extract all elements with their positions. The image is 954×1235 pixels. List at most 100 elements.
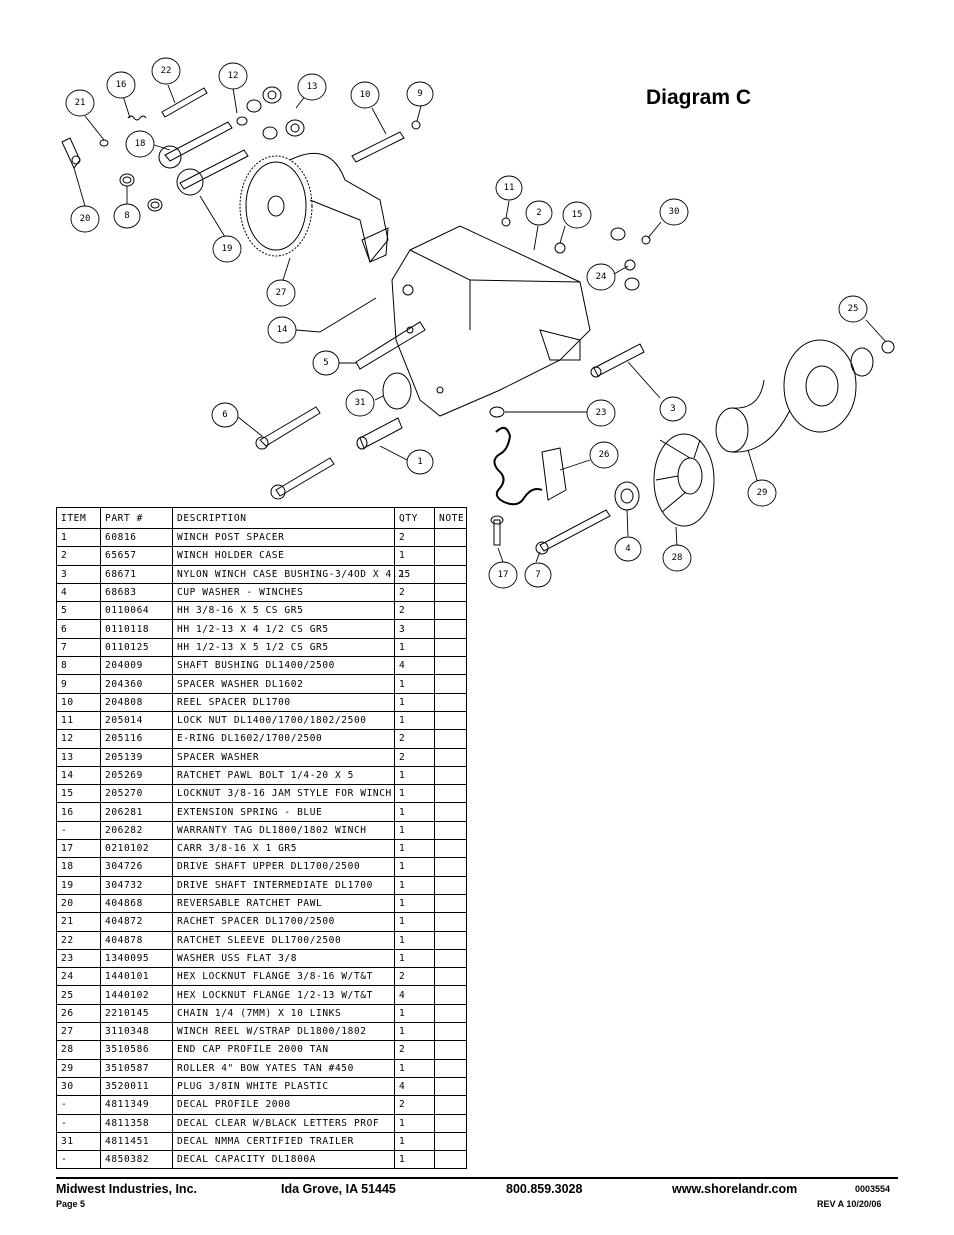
note-cell	[434, 912, 467, 932]
note-cell	[434, 710, 467, 731]
item-cell: 21	[56, 912, 101, 932]
item-cell: 2	[56, 546, 101, 566]
footer-divider	[56, 1177, 898, 1179]
part-number-cell: 205269	[100, 765, 173, 786]
description-cell: DECAL PROFILE 2000	[172, 1095, 395, 1115]
callout-9	[406, 81, 434, 107]
note-cell	[434, 967, 467, 987]
note-cell	[434, 893, 467, 914]
part-number-cell: 0110125	[100, 637, 173, 658]
note-cell	[434, 1058, 467, 1078]
qty-cell: 1	[394, 930, 435, 950]
description-cell: E-RING DL1602/1700/2500	[172, 729, 395, 749]
item-cell: 5	[56, 601, 101, 621]
callout-21	[65, 89, 95, 117]
item-cell: 29	[56, 1058, 101, 1078]
item-cell: 12	[56, 729, 101, 749]
part-number-cell: 3510586	[100, 1040, 173, 1060]
qty-cell: 2	[394, 582, 435, 603]
callout-8	[113, 203, 141, 229]
description-cell: HEX LOCKNUT FLANGE 3/8-16 W/T&T	[172, 967, 395, 987]
qty-cell: 1	[394, 637, 435, 658]
callout-label-23: 23	[596, 408, 607, 418]
item-cell: 1	[56, 527, 101, 548]
qty-cell: 1	[394, 839, 435, 859]
callout-3	[659, 396, 687, 422]
item-cell: 10	[56, 692, 101, 712]
callout-label-15: 15	[572, 210, 583, 220]
callout-label-7: 7	[535, 570, 540, 580]
description-cell: WINCH HOLDER CASE	[172, 546, 395, 566]
callout-20	[70, 205, 100, 233]
callout-30	[659, 198, 689, 226]
description-cell: CHAIN 1/4 (7MM) X 10 LINKS	[172, 1003, 395, 1024]
item-cell: 13	[56, 747, 101, 767]
footer-city: Ida Grove, IA 51445	[281, 1182, 396, 1196]
part-number-cell: 0110064	[100, 601, 173, 621]
note-cell	[434, 857, 467, 877]
description-cell: DECAL NMMA CERTIFIED TRAILER	[172, 1131, 395, 1152]
note-cell	[434, 930, 467, 950]
note-cell	[434, 1095, 467, 1115]
part-number-cell: 0210102	[100, 839, 173, 859]
item-cell: 3	[56, 564, 101, 584]
part-number-cell: 404868	[100, 893, 173, 914]
footer-phone: 800.859.3028	[506, 1182, 583, 1196]
description-cell: SHAFT BUSHING DL1400/2500	[172, 656, 395, 676]
table-header-row: ITEM PART # DESCRIPTION QTY NOTE	[56, 507, 467, 529]
callout-25	[838, 295, 868, 323]
item-cell: 31	[56, 1131, 101, 1152]
qty-cell: 2	[394, 747, 435, 767]
callout-label-1: 1	[417, 457, 422, 467]
header-qty: QTY	[394, 507, 435, 529]
callout-label-21: 21	[75, 98, 86, 108]
callout-label-19: 19	[222, 244, 233, 254]
callout-19	[212, 235, 242, 263]
callout-26	[589, 441, 619, 469]
qty-cell: 4	[394, 985, 435, 1005]
part-number-cell: 204009	[100, 656, 173, 676]
description-cell: DRIVE SHAFT INTERMEDIATE DL1700	[172, 875, 395, 895]
note-cell	[434, 546, 467, 566]
callout-label-14: 14	[277, 325, 288, 335]
callout-label-11: 11	[504, 183, 515, 193]
callout-label-13: 13	[307, 82, 318, 92]
header-part-number: PART #	[100, 507, 173, 529]
callout-1	[406, 449, 434, 475]
callout-label-26: 26	[599, 450, 610, 460]
part-number-cell: 60816	[100, 527, 173, 548]
part-number-cell: 206282	[100, 820, 173, 841]
item-cell: 30	[56, 1076, 101, 1097]
header-description: DESCRIPTION	[172, 507, 395, 529]
item-cell: 23	[56, 948, 101, 969]
callout-11	[495, 175, 523, 201]
item-cell: 11	[56, 710, 101, 731]
ratchet-pawl-part	[61, 137, 81, 169]
description-cell: HH 1/2-13 X 5 1/2 CS GR5	[172, 637, 395, 658]
qty-cell: 1	[394, 875, 435, 895]
qty-cell: 1	[394, 912, 435, 932]
item-cell: 16	[56, 802, 101, 822]
part-number-cell: 4811451	[100, 1131, 173, 1152]
qty-cell: 1	[394, 1131, 435, 1152]
footer-website: www.shorelandr.com	[672, 1182, 798, 1196]
callout-label-6: 6	[222, 410, 227, 420]
qty-cell: 1	[394, 564, 435, 584]
callout-label-16: 16	[116, 80, 127, 90]
callout-5	[312, 350, 340, 376]
header-item: ITEM	[56, 507, 101, 529]
description-cell: HH 3/8-16 X 5 CS GR5	[172, 601, 395, 621]
